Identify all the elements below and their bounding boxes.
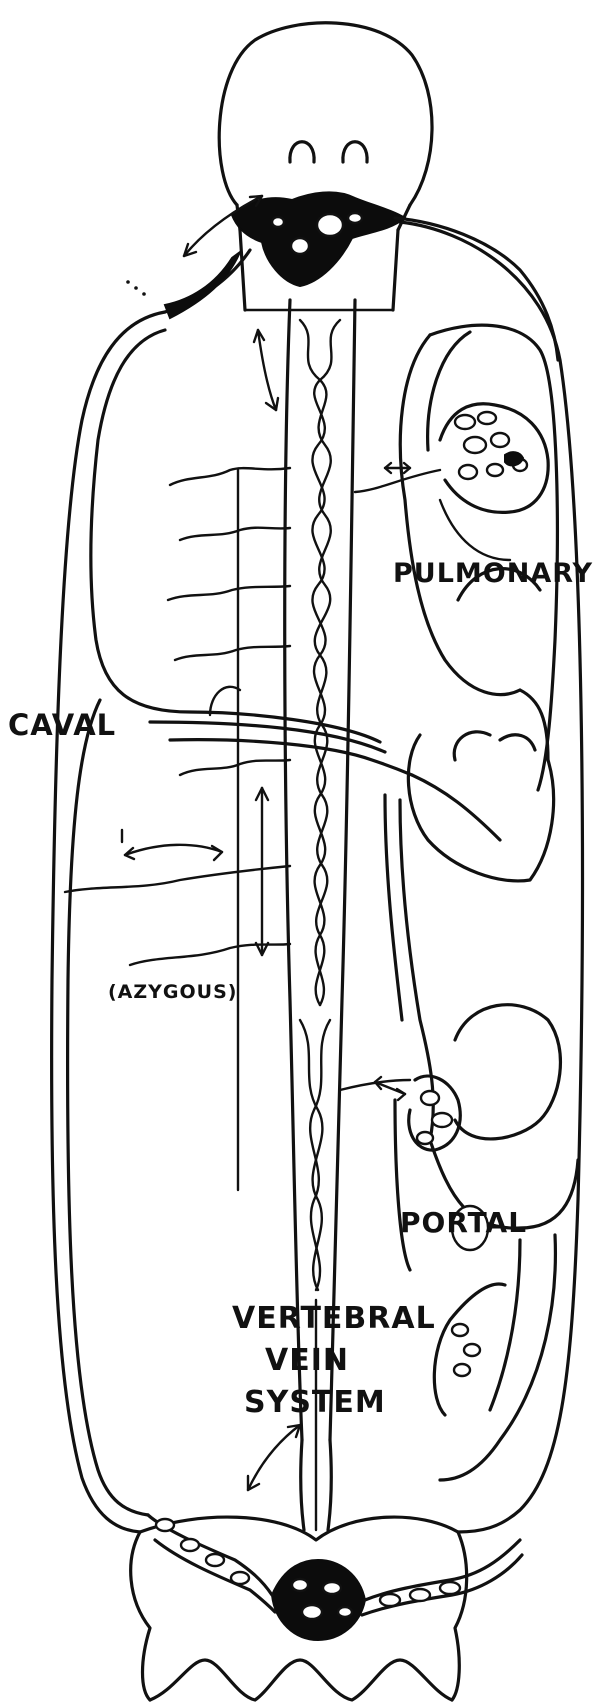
- label-azygous: (AZYGOUS): [108, 981, 237, 1003]
- double-arrow-sacral: [248, 1425, 300, 1490]
- pelvic-region: [131, 1515, 522, 1700]
- label-pulmonary: PULMONARY: [393, 558, 593, 589]
- double-arrow-thorax: [122, 830, 222, 860]
- double-arrow-vertebral-top: [254, 330, 278, 410]
- dotted-outflow-mark: [126, 280, 146, 296]
- label-system: SYSTEM: [244, 1385, 386, 1420]
- label-vertebral: VERTEBRAL: [232, 1301, 436, 1336]
- label-portal: PORTAL: [400, 1206, 527, 1239]
- caval-vessel: [150, 250, 412, 775]
- intercostal-veins: [65, 468, 290, 1190]
- eye-arches: [290, 142, 367, 162]
- portal-circuit: [340, 795, 578, 1480]
- cranial-plexus: [165, 192, 558, 360]
- double-arrow-azygous: [256, 788, 268, 955]
- label-caval: CAVAL: [8, 708, 116, 742]
- double-arrow-pulmonary: [385, 463, 410, 473]
- label-vein: VEIN: [265, 1343, 349, 1378]
